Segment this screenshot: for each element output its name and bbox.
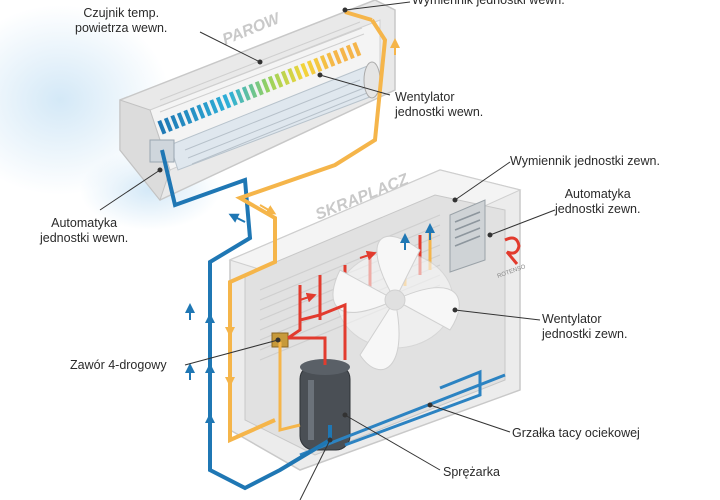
label-compressor: Sprężarka bbox=[443, 465, 500, 480]
outdoor-unit: ROTENSO bbox=[230, 170, 527, 470]
label-outdoor-exchanger: Wymiennik jednostki zewn. bbox=[510, 154, 660, 169]
label-indoor-controls: Automatyka jednostki wewn. bbox=[40, 216, 128, 246]
compressor-body bbox=[300, 359, 350, 450]
label-indoor-exchanger: Wymiennik jednostki wewn. bbox=[412, 0, 565, 8]
label-indoor-temp-sensor: Czujnik temp. powietrza wewn. bbox=[75, 6, 167, 36]
label-outdoor-fan: Wentylator jednostki zewn. bbox=[542, 312, 627, 342]
label-drip-tray-heater: Grzałka tacy ociekowej bbox=[512, 426, 640, 441]
label-indoor-fan: Wentylator jednostki wewn. bbox=[395, 90, 483, 120]
label-four-way-valve: Zawór 4-drogowy bbox=[70, 358, 167, 373]
label-outdoor-controls: Automatyka jednostki zewn. bbox=[555, 187, 640, 217]
